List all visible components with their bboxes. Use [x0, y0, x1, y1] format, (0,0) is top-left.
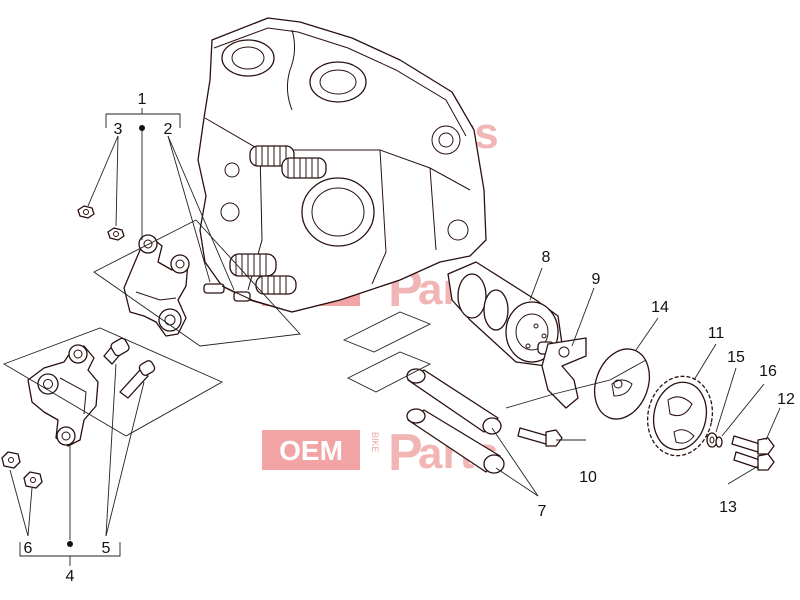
bolt-13 [733, 451, 775, 471]
timing-disc [593, 348, 651, 420]
callout-5: 5 [102, 540, 111, 557]
retainer-plate [541, 337, 587, 409]
callout-labels: 1 3 2 6 5 4 8 9 14 11 15 16 12 10 13 7 [24, 91, 795, 585]
callout-4: 4 [66, 568, 75, 585]
rocker-arm-lower [27, 344, 99, 447]
callout-8: 8 [542, 249, 551, 266]
watermark-bot-p: P [388, 424, 423, 482]
cylinder-head [197, 17, 487, 313]
callout-13: 13 [719, 499, 737, 516]
callout-dot-1 [139, 125, 145, 131]
callout-10: 10 [579, 469, 597, 486]
callout-2: 2 [164, 121, 173, 138]
adjust-screw-a [103, 337, 130, 365]
callout-12: 12 [777, 391, 795, 408]
watermark-bot-bike: BIKE [370, 432, 380, 453]
rocker-arm-upper [123, 234, 190, 337]
bolt-10 [517, 427, 563, 447]
nut-upper-b [107, 227, 125, 241]
washer-15 [706, 432, 718, 448]
washer-16 [715, 436, 723, 448]
adjust-screw-b [119, 360, 156, 399]
cam-pin-lower [406, 408, 505, 474]
cam-sprocket [646, 375, 714, 457]
callout-11: 11 [708, 325, 725, 342]
nut-upper-a [77, 205, 95, 219]
nut-lower-b [23, 471, 43, 489]
callout-16: 16 [759, 363, 777, 380]
callout-1: 1 [138, 91, 147, 108]
callout-9: 9 [592, 271, 601, 288]
bolt-12 [731, 435, 775, 455]
callout-15: 15 [727, 349, 745, 366]
camshaft [447, 261, 563, 367]
callout-7: 7 [538, 503, 547, 520]
callout-dot-4 [67, 541, 73, 547]
watermark-bot-brand: OEM [279, 435, 343, 466]
leader-lines [2, 108, 781, 566]
callout-6: 6 [24, 540, 33, 557]
callout-3: 3 [114, 121, 123, 138]
callout-14: 14 [651, 299, 669, 316]
nut-lower-a [1, 451, 21, 469]
